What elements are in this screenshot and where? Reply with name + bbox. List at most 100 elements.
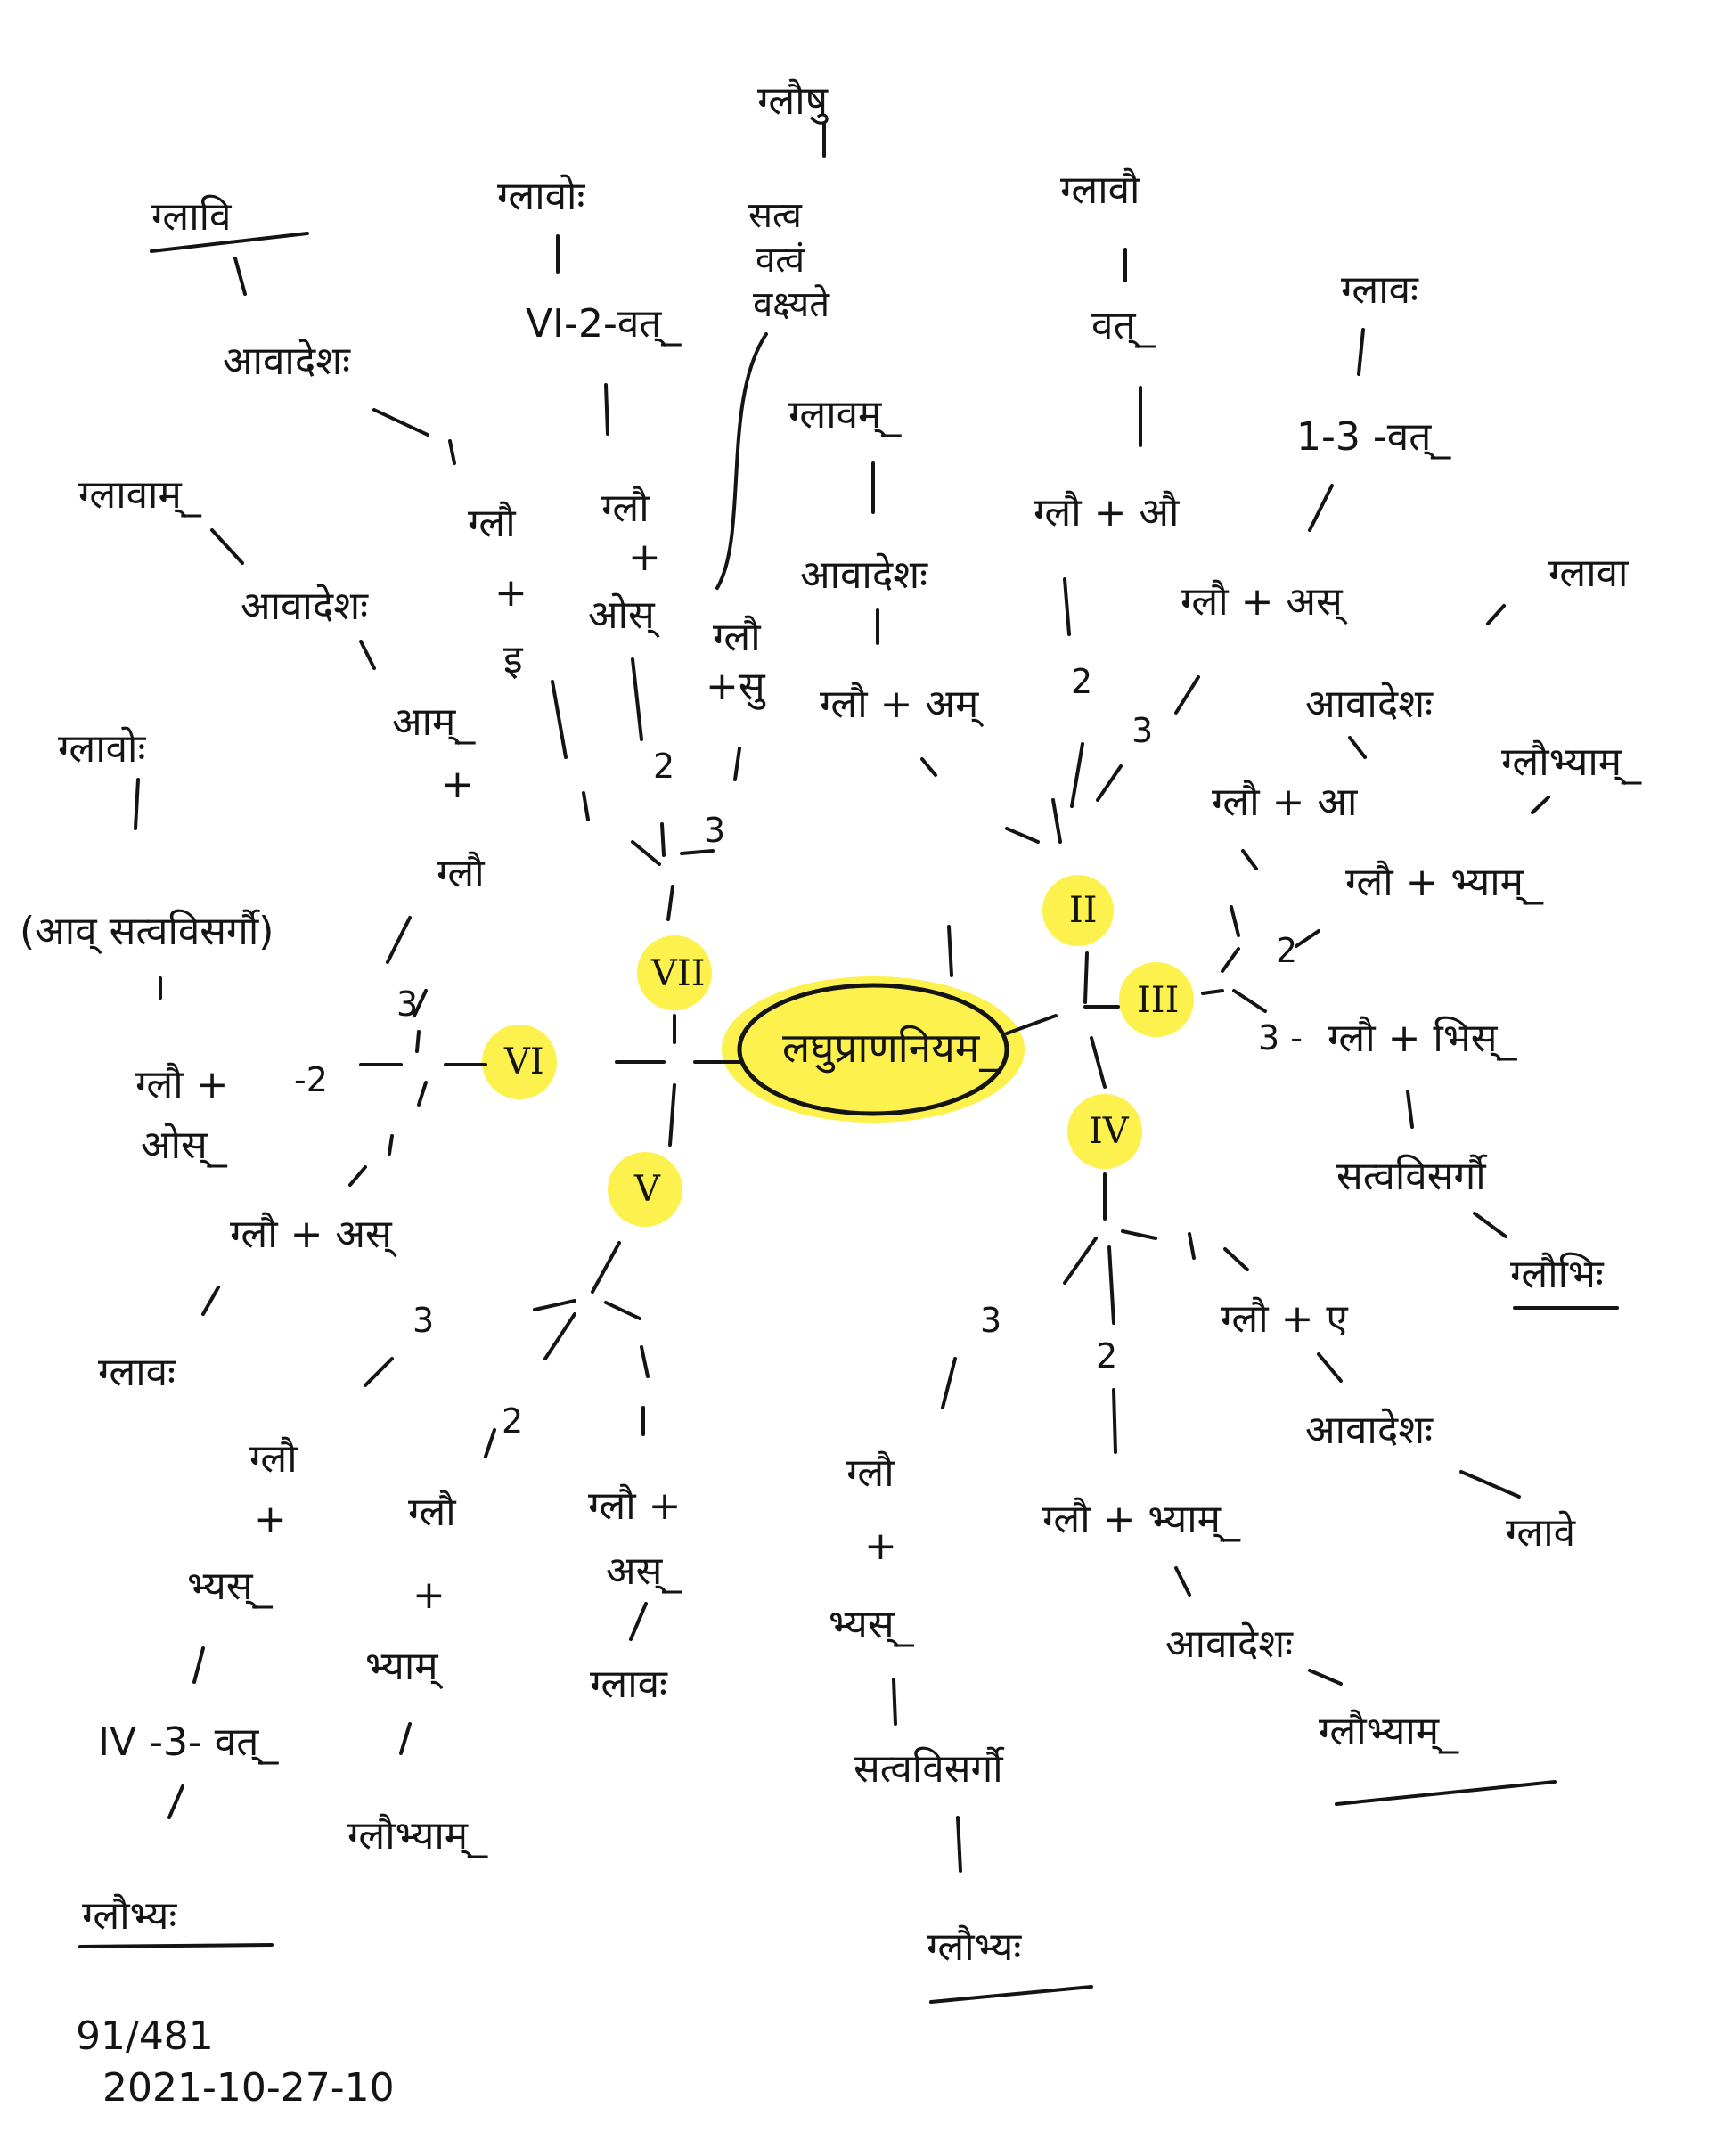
highlight-iii [1119, 962, 1194, 1037]
iii-arm3-final: ग्लौभिः [1510, 1252, 1605, 1297]
ii-arm2-glau-au: ग्लौ + औ [1034, 490, 1180, 535]
iv-arm3-satva: सत्वविसर्गौ [854, 1746, 1005, 1792]
highlight-v [608, 1152, 682, 1227]
i-aavadesh: आवादेशः [800, 552, 928, 598]
center-label: लघुप्राणनियम_ [782, 1024, 1001, 1074]
ii-arm3-final: ग्लावः [1341, 267, 1419, 313]
v-arm3-glau: ग्लौ [249, 1436, 298, 1482]
vii-arm2-os: ओस् [588, 592, 660, 639]
v-arm1-glau: ग्लौ + [588, 1483, 681, 1529]
iv-arm3-plus: + [864, 1523, 897, 1569]
iv-arm2-aavadesh: आवादेशः [1165, 1621, 1294, 1667]
vii-arm2-glau: ग्लौ [601, 486, 650, 531]
label-iii: III [1137, 980, 1179, 1021]
vii-arm1-glau: ग्लौ [468, 501, 517, 546]
v-arm2-final: ग्लौभ्याम्_ [347, 1813, 488, 1859]
iv-num-2: 2 [1096, 1336, 1117, 1376]
iii-num-2: 2 [1276, 931, 1297, 970]
iv-arm1-aavadesh: आवादेशः [1305, 1408, 1434, 1453]
label-v: V [633, 1169, 661, 1210]
v-arm1-as: अस्_ [606, 1548, 682, 1595]
iii-arm1-glau-aa: ग्लौ + आ [1212, 780, 1358, 825]
center-oval [737, 983, 1009, 1116]
vi-arm3-aam: आम्_ [392, 699, 476, 746]
v-arm3-ref: IV -3- वत्_ [98, 1719, 279, 1766]
branch-iii: 2 3 - ग्लौ + आ आवादेशः ग्लावा ग्लौ + भ्य… [1212, 551, 1642, 1297]
v-arm3-plus: + [254, 1497, 287, 1542]
vi-arm2-os: ओस्_ [141, 1123, 228, 1169]
branch-vii: 2 3 ग्लौ + इ आवादेशः ग्लावि ग्लौ + ओस् V… [151, 78, 830, 850]
v-arm2-bhyam: भ्याम् [365, 1644, 444, 1690]
iii-arm2-glau-bhyam: ग्लौ + भ्याम्_ [1345, 860, 1544, 906]
i-final: ग्लावम्_ [788, 392, 902, 438]
v-arm3-final: ग्लौभ्यः [82, 1893, 177, 1939]
iii-arm3-satva: सत्वविसर्गौ [1336, 1154, 1488, 1199]
branch-vi: -2 3 ग्लौ + अस् ग्लावः ग्लौ + ओस्_ आम्_ … [20, 472, 486, 1395]
vii-arm3-final: ग्लौषु [757, 78, 829, 125]
connectors [134, 123, 1550, 1873]
vii-arm1-aavadesh: आवादेशः [223, 339, 351, 384]
iii-arm2-final: ग्लौभ्याम्_ [1501, 739, 1642, 786]
vi-num-3: 3 [396, 984, 418, 1024]
vi-arm3-plus: + [441, 762, 474, 807]
iii-arm1-aavadesh: आवादेशः [1305, 682, 1434, 727]
highlight-vi [482, 1025, 557, 1099]
vi-arm3-aavadesh: आवादेशः [241, 584, 369, 629]
vii-arm3-satva: सत्व [748, 195, 803, 236]
date-stamp: 2021-10-27-10 [102, 2065, 395, 2111]
vi-arm1-glau-as: ग्लौ + अस् [230, 1212, 397, 1258]
branch-v: 2 3 ग्लौ + अस्_ ग्लावः ग्लौ + भ्याम् ग्ल… [82, 1301, 682, 1939]
vi-arm3-note: (आव् सत्वविसर्गौ) [20, 909, 274, 955]
v-num-3: 3 [413, 1301, 434, 1340]
vii-num-3: 3 [704, 811, 725, 850]
iv-arm3-final: ग्लौभ्यः [927, 1924, 1022, 1970]
v-arm3-bhyas: भ्यस्_ [187, 1564, 274, 1610]
vii-arm1-plus: + [494, 570, 527, 616]
ii-arm3-glau-as: ग्लौ + अस् [1181, 579, 1348, 625]
v-arm2-plus: + [413, 1572, 445, 1618]
page-ref: 91/481 [76, 2013, 214, 2059]
highlight-ii [1042, 875, 1114, 946]
vii-arm2-final: ग्लावोः [497, 174, 585, 219]
vii-arm2-plus: + [628, 535, 661, 580]
underlines [78, 232, 1619, 2004]
iv-num-3: 3 [980, 1301, 1001, 1340]
i-glau-am: ग्लौ + अम् [820, 682, 984, 728]
ii-arm2-vat: वत्_ [1091, 303, 1156, 349]
iv-arm2-final: ग्लौभ्याम्_ [1319, 1709, 1459, 1755]
branch-ii: 2 3 ग्लौ + औ वत्_ ग्लावौ ग्लौ + अस् 1-3 … [1034, 167, 1451, 750]
branch-iv: 2 3 ग्लौ + ए आवादेशः ग्लावे ग्लौ + भ्याम… [829, 1296, 1577, 1970]
highlight-iv [1067, 1094, 1142, 1169]
vii-arm3-glau: ग्लौ [713, 615, 762, 660]
vii-num-2: 2 [653, 747, 674, 786]
vii-arm2-ref: VI-2-वत्_ [526, 301, 682, 347]
vi-arm3-final: ग्लावोः [58, 726, 146, 772]
iv-arm1-final: ग्लावे [1506, 1510, 1577, 1556]
vii-arm3-vatvam: वत्वं [756, 240, 805, 281]
ii-arm3-ref: 1-3 -वत्_ [1296, 414, 1451, 461]
v-arm1-final: ग्लावः [590, 1662, 668, 1707]
vii-arm3-vakshyate: वक्ष्यते [753, 284, 830, 325]
iv-arm3-glau: ग्लौ [846, 1450, 895, 1496]
iii-arm1-final: ग्लावा [1548, 551, 1630, 596]
iii-num-3: 3 - [1258, 1018, 1303, 1058]
ii-num-3: 3 [1132, 711, 1153, 750]
vi-arm3-glau: ग्लौ [437, 851, 486, 896]
label-vii: VII [650, 953, 706, 994]
label-ii: II [1069, 890, 1098, 931]
center-highlight [722, 976, 1025, 1123]
vii-arm3-su: +सु [706, 664, 766, 710]
iv-arm2-glau-bhyam: ग्लौ + भ्याम्_ [1042, 1497, 1241, 1543]
v-num-2: 2 [502, 1401, 523, 1441]
iv-arm1-glau-e: ग्लौ + ए [1221, 1296, 1348, 1342]
ii-num-2: 2 [1071, 662, 1092, 701]
iv-arm3-bhyas: भ्यस्_ [829, 1602, 915, 1648]
v-arm2-glau: ग्लौ [408, 1490, 457, 1535]
highlight-vii [637, 935, 712, 1010]
vi-arm3-aam-form: ग्लावाम्_ [78, 472, 202, 519]
label-iv: IV [1089, 1111, 1130, 1152]
vii-arm1-final: ग्लावि [151, 194, 233, 240]
vi-arm2-glau: ग्लौ + [135, 1062, 228, 1107]
ii-arm2-final: ग्लावौ [1060, 167, 1141, 213]
